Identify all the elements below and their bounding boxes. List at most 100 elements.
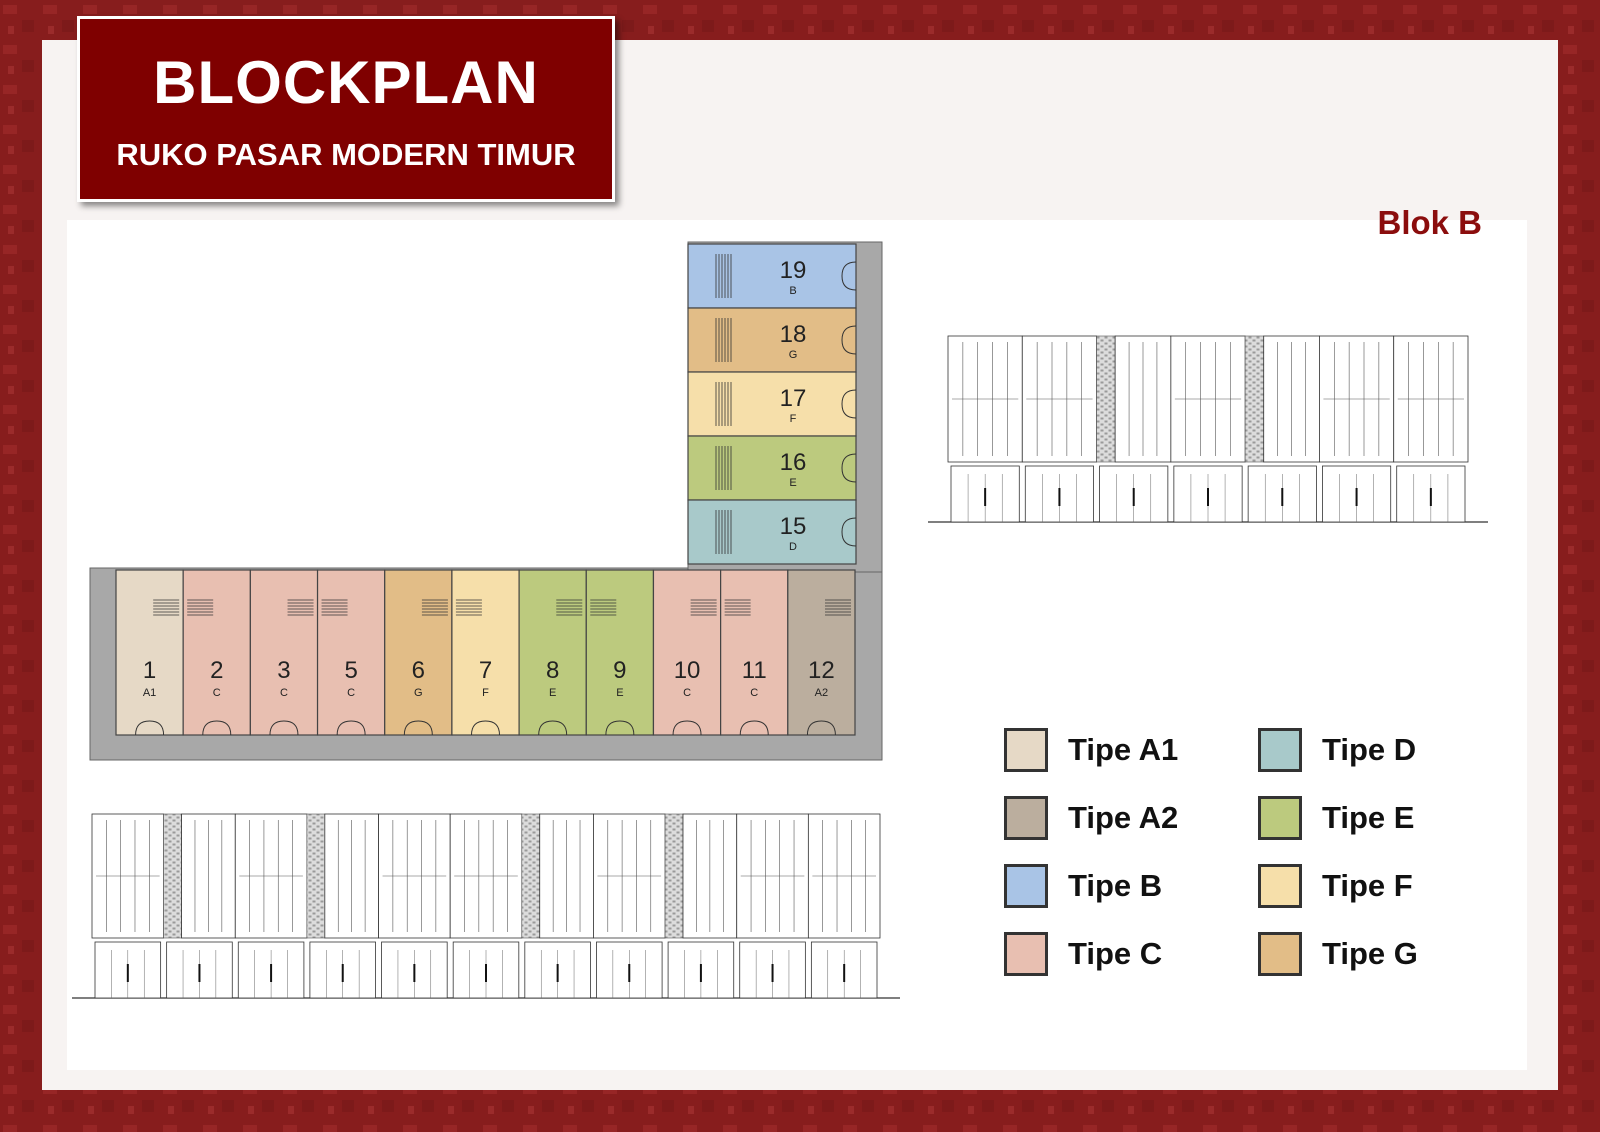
unit-fill — [384, 569, 453, 736]
legend-label: Tipe D — [1322, 732, 1417, 767]
unit-10[interactable]: 10C — [652, 569, 722, 736]
stair-icon — [321, 599, 348, 616]
stair-icon — [455, 599, 482, 616]
unit-type-code: C — [750, 687, 758, 699]
door-icon — [841, 517, 857, 547]
unit-fill — [115, 569, 184, 736]
elevation-bottom — [72, 813, 900, 999]
door-icon — [672, 720, 702, 736]
unit-19[interactable]: 19B — [687, 243, 857, 309]
legend-item-a1: Tipe A1 — [1004, 728, 1244, 774]
unit-number: 3 — [277, 657, 290, 684]
unit-3[interactable]: 3C — [249, 569, 319, 736]
unit-number: 5 — [344, 657, 357, 684]
unit-fill — [787, 569, 856, 736]
door-icon — [202, 720, 232, 736]
legend-item-f: Tipe F — [1258, 864, 1498, 910]
unit-number: 18 — [780, 321, 807, 348]
unit-11[interactable]: 11C — [720, 569, 789, 736]
legend-label: Tipe F — [1322, 868, 1413, 903]
unit-fill — [687, 307, 857, 373]
unit-type-code: G — [789, 349, 798, 361]
unit-type-code: C — [280, 687, 288, 699]
legend-swatch — [1258, 864, 1302, 908]
unit-number: 19 — [780, 257, 807, 284]
unit-fill — [687, 499, 857, 565]
unit-type-code: C — [347, 687, 355, 699]
unit-fill — [720, 569, 789, 736]
legend-swatch — [1258, 932, 1302, 976]
unit-fill — [518, 569, 587, 736]
block-label: Blok B — [1377, 204, 1482, 241]
unit-number: 9 — [613, 657, 626, 684]
unit-6[interactable]: 6G — [384, 569, 453, 736]
legend-swatch — [1258, 796, 1302, 840]
legend-label: Tipe A1 — [1068, 732, 1179, 767]
elevation-right — [928, 335, 1488, 523]
unit-type-code: E — [549, 687, 556, 699]
stair-icon — [715, 254, 732, 298]
unit-number: 6 — [412, 657, 425, 684]
door-icon — [841, 389, 857, 419]
stair-icon — [590, 599, 617, 616]
door-icon — [841, 453, 857, 483]
unit-fill — [451, 569, 520, 736]
legend-item-b: Tipe B — [1004, 864, 1244, 910]
legend-label: Tipe G — [1322, 936, 1418, 971]
stair-icon — [287, 599, 314, 616]
legend-item-g: Tipe G — [1258, 932, 1498, 978]
legend-item-e: Tipe E — [1258, 796, 1498, 842]
door-icon — [538, 720, 568, 736]
stair-icon — [556, 599, 583, 616]
unit-type-code: C — [213, 687, 221, 699]
unit-8[interactable]: 8E — [518, 569, 587, 736]
stair-icon — [715, 446, 732, 490]
door-icon — [471, 720, 500, 736]
unit-15[interactable]: 15D — [687, 499, 857, 565]
unit-2[interactable]: 2C — [182, 569, 251, 736]
unit-fill — [249, 569, 319, 736]
unit-7[interactable]: 7F — [451, 569, 520, 736]
unit-16[interactable]: 16E — [687, 435, 857, 501]
page-title: BLOCKPLAN — [153, 49, 539, 116]
legend-label: Tipe C — [1068, 936, 1163, 971]
legend-swatch — [1004, 932, 1048, 976]
stair-icon — [187, 599, 214, 616]
unit-type-code: D — [789, 541, 797, 553]
unit-17[interactable]: 17F — [687, 371, 857, 437]
door-icon — [336, 720, 366, 736]
unit-fill — [585, 569, 655, 736]
unit-fill — [687, 371, 857, 437]
unit-1[interactable]: 1A1 — [115, 569, 184, 736]
unit-fill — [316, 569, 386, 736]
door-icon — [135, 720, 165, 736]
stair-icon — [724, 599, 751, 616]
legend-item-c: Tipe C — [1004, 932, 1244, 978]
unit-type-code: E — [789, 477, 796, 489]
door-icon — [269, 720, 299, 736]
unit-number: 8 — [546, 657, 559, 684]
door-icon — [739, 720, 769, 736]
unit-type-code: B — [789, 285, 796, 297]
unit-5[interactable]: 5C — [316, 569, 386, 736]
unit-type-code: A1 — [143, 687, 156, 699]
unit-number: 15 — [780, 513, 807, 540]
stair-icon — [715, 318, 732, 362]
unit-18[interactable]: 18G — [687, 307, 857, 373]
legend-swatch — [1004, 796, 1048, 840]
legend-item-d: Tipe D — [1258, 728, 1498, 774]
unit-fill — [652, 569, 722, 736]
door-icon — [841, 325, 857, 355]
unit-type-code: E — [616, 687, 623, 699]
unit-number: 16 — [780, 449, 807, 476]
unit-9[interactable]: 9E — [585, 569, 655, 736]
legend-swatch — [1004, 864, 1048, 908]
legend-swatch — [1004, 728, 1048, 772]
legend-label: Tipe B — [1068, 868, 1163, 903]
unit-number: 11 — [742, 657, 767, 684]
stair-icon — [690, 599, 717, 616]
